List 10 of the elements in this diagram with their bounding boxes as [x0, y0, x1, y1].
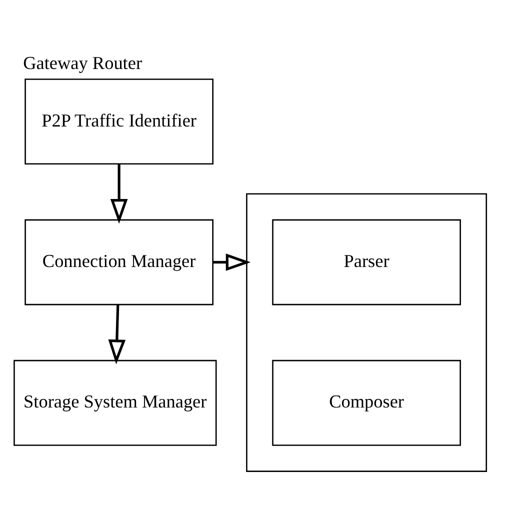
- diagram-title: Gateway Router: [22, 52, 142, 73]
- arrow: [212, 253, 250, 270]
- node-box: Storage System Manager: [13, 359, 216, 446]
- cluster: [246, 192, 487, 472]
- node-box: P2P Traffic Identifier: [24, 78, 213, 164]
- node-box: Composer: [272, 359, 460, 446]
- node-box: Parser: [272, 218, 460, 305]
- arrow: [110, 163, 128, 224]
- node-box: Connection Manager: [24, 218, 213, 305]
- arrow: [108, 304, 126, 364]
